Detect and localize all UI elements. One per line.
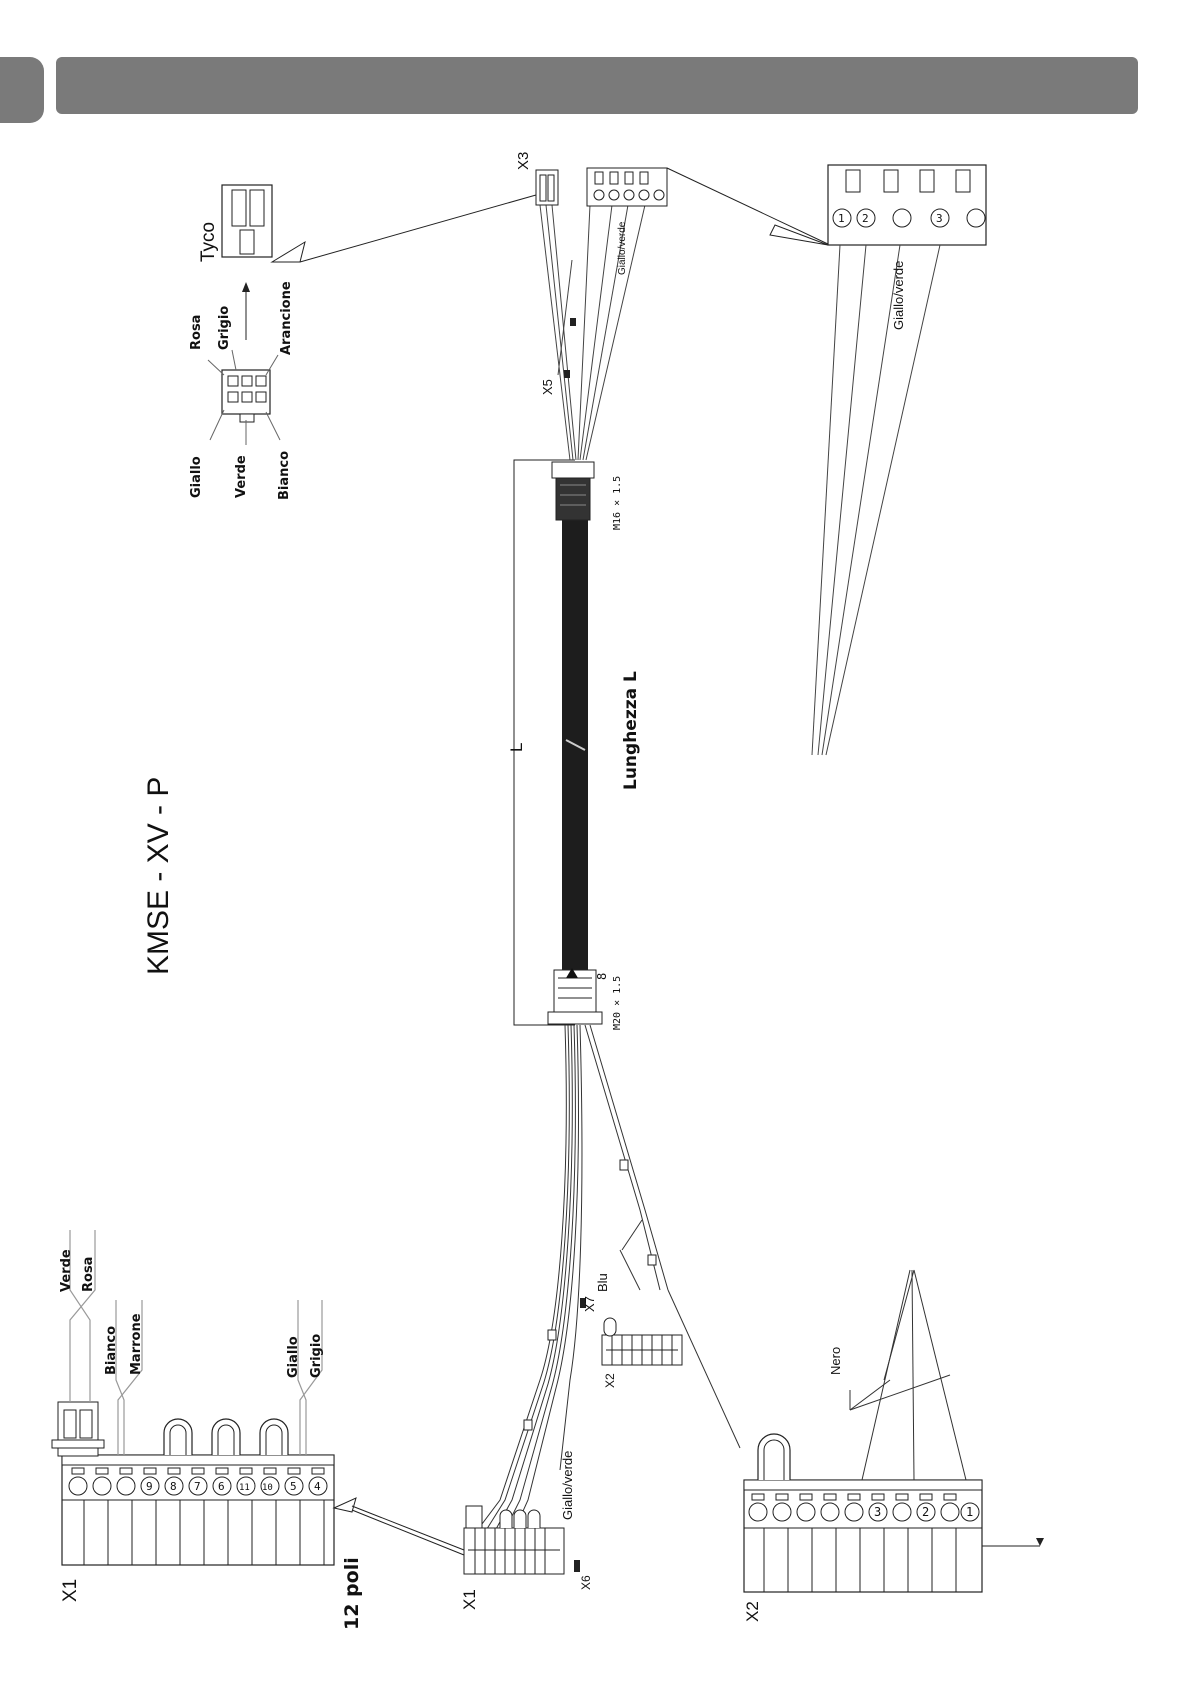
giallo-verde-label-x6: Giallo/verde xyxy=(560,1451,575,1520)
x1-terminal-6: 6 xyxy=(218,1480,225,1493)
x2-terminal-2: 2 xyxy=(922,1505,929,1519)
tyco-verde: Verde xyxy=(234,455,249,498)
x2-small-terminal: X2 xyxy=(602,1318,682,1388)
x1-poles-label: 12 poli xyxy=(341,1557,363,1630)
x6-label: X6 xyxy=(579,1575,593,1590)
blu-label: Blu xyxy=(595,1273,610,1292)
x3-terminal-3: 3 xyxy=(936,212,943,225)
tyco-giallo: Giallo xyxy=(189,456,204,498)
gland-m20-index: 8 xyxy=(595,973,609,980)
length-label: Lunghezza L xyxy=(621,671,641,790)
x1-giallo: Giallo xyxy=(286,1336,301,1378)
x2-fan-wires xyxy=(850,1270,966,1480)
x1-left-label: X1 xyxy=(60,1579,81,1602)
x1-terminal-9: 9 xyxy=(146,1480,153,1493)
gland-m20-label: M20 × 1.5 xyxy=(612,976,623,1030)
gland-m16-label: M16 × 1.5 xyxy=(612,476,623,530)
x3-terminal-small xyxy=(587,168,667,206)
x1-marrone: Marrone xyxy=(129,1313,144,1375)
x1-terminal-large: 4 5 10 11 6 7 8 9 xyxy=(52,1402,464,1565)
x1-terminal-7: 7 xyxy=(194,1480,201,1493)
diagram-title: KMSE - XV - P xyxy=(142,777,175,975)
x3-terminal-2: 2 xyxy=(862,212,869,225)
x2-terminal-large: 3 2 1 xyxy=(744,1434,1044,1592)
x2-mid-label: X2 xyxy=(603,1373,617,1388)
x1-rosa: Rosa xyxy=(81,1257,96,1292)
nero-label: Nero xyxy=(828,1347,843,1375)
x3-terminal-1: 1 xyxy=(838,212,845,225)
x1-terminal-11: 11 xyxy=(239,1483,250,1493)
gland-m16: M16 × 1.5 xyxy=(552,462,623,530)
tyco-connector: Tyco xyxy=(198,185,536,262)
x7-label: X7 xyxy=(582,1296,597,1312)
cable: L Lunghezza L xyxy=(507,460,641,1025)
x1-verde: Verde xyxy=(59,1249,74,1292)
giallo-verde-label-x3: Giallo/verde xyxy=(891,261,906,330)
x3-terminal-large: 1 2 3 xyxy=(770,165,986,245)
x1-mid-label: X1 xyxy=(460,1589,479,1610)
length-symbol: L xyxy=(507,743,526,752)
x1-terminal-5: 5 xyxy=(290,1480,297,1493)
tyco-grigio: Grigio xyxy=(217,306,232,350)
x3-label: X3 xyxy=(515,152,532,170)
x2-bottom-label: X2 xyxy=(743,1601,762,1622)
tyco-bianco: Bianco xyxy=(277,451,292,500)
x5-label: X5 xyxy=(540,379,555,395)
x1-terminal-4: 4 xyxy=(314,1480,321,1493)
tyco-arancione: Arancione xyxy=(279,281,294,355)
x3-plug: X3 xyxy=(515,152,558,205)
giallo-verde-label-top: Giallo/verde xyxy=(617,221,628,275)
x2-terminal-3: 3 xyxy=(874,1505,881,1519)
x1-mid-terminal: X1 X6 xyxy=(460,1506,593,1610)
top-wires xyxy=(540,205,645,460)
x1-grigio: Grigio xyxy=(309,1334,324,1378)
x1-terminal-10: 10 xyxy=(262,1483,273,1493)
tyco-rosa: Rosa xyxy=(189,315,204,350)
gland-m20: M20 × 1.5 8 xyxy=(548,968,623,1030)
x1-terminal-8: 8 xyxy=(170,1480,177,1493)
x1-bianco: Bianco xyxy=(104,1326,119,1375)
x3-fan-wires xyxy=(812,245,940,755)
x2-terminal-1: 1 xyxy=(966,1505,973,1519)
tyco-label: Tyco xyxy=(198,222,219,262)
